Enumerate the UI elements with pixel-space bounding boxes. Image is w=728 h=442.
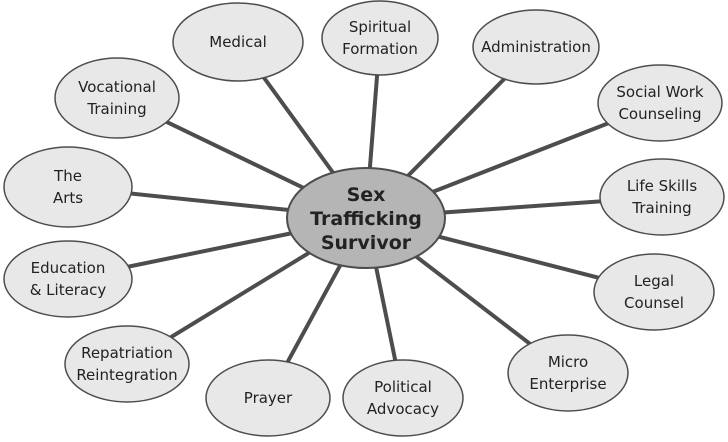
node-label: & Literacy (30, 281, 107, 299)
node-ellipse (3, 240, 133, 318)
node-ellipse (3, 146, 133, 228)
node-label: Training (631, 199, 691, 217)
node-ellipse (507, 334, 629, 412)
node-label: Enterprise (529, 375, 606, 393)
node-label: Medical (209, 33, 266, 51)
node-ellipse (321, 0, 439, 76)
node-ellipse (593, 253, 715, 331)
node-label: Political (374, 378, 432, 396)
node-label: Vocational (78, 78, 156, 96)
node-label: Training (86, 100, 146, 118)
node-ellipse (205, 359, 331, 437)
node-label: Life Skills (627, 177, 698, 195)
node-label: Reintegration (76, 366, 177, 384)
node-medical: Medical (172, 2, 304, 82)
node-label: Arts (53, 189, 83, 207)
node-ellipse (472, 9, 600, 85)
node-label: Education (31, 259, 106, 277)
node-prayer: Prayer (205, 359, 331, 437)
node-label: Administration (481, 38, 591, 56)
node-label: Micro (548, 353, 588, 371)
node-ellipse (342, 359, 464, 437)
node-label: Advocacy (367, 400, 439, 418)
node-ellipse (64, 325, 190, 403)
node-ellipse (599, 158, 725, 236)
node-label: Formation (342, 40, 418, 58)
node-label: Spiritual (349, 18, 411, 36)
node-label: Counsel (624, 294, 684, 312)
center-label: Survivor (321, 232, 412, 254)
node-label: Prayer (244, 389, 293, 407)
center-ellipse (286, 167, 446, 269)
node-label: The (53, 167, 82, 185)
node-label: Counseling (618, 105, 701, 123)
node-administration: Administration (472, 9, 600, 85)
node-label: Repatriation (81, 344, 173, 362)
node-education-literacy: Education & Literacy (3, 240, 133, 318)
center-label: Trafficking (310, 208, 422, 230)
center-label: Sex (347, 184, 386, 206)
node-ellipse (597, 64, 723, 142)
node-label: Legal (634, 272, 674, 290)
node-ellipse (54, 57, 180, 139)
node-ellipse (172, 2, 304, 82)
node-label: Social Work (616, 83, 704, 101)
